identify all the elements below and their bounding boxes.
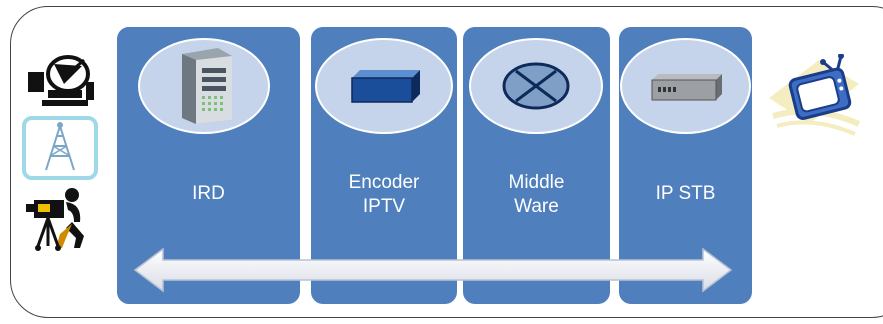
transmission-tower-icon xyxy=(22,116,98,185)
television-icon xyxy=(763,53,863,149)
middleware-icon-oval xyxy=(469,38,603,134)
set-top-box-icon xyxy=(651,74,722,101)
camera-operator-icon xyxy=(26,186,94,257)
column-ip-stb: IP STB xyxy=(619,27,752,304)
ird-label: IRD xyxy=(192,183,225,204)
router-cross-icon xyxy=(502,62,570,110)
server-tower-icon xyxy=(182,48,232,124)
encoder-box-icon xyxy=(351,70,420,103)
bidirectional-arrow xyxy=(133,247,733,293)
encoder-label: Encoder IPTV xyxy=(348,172,420,217)
stb-icon-oval xyxy=(620,38,751,134)
encoder-icon-oval xyxy=(315,38,453,134)
column-middleware: Middle Ware xyxy=(463,27,610,304)
ird-icon-oval xyxy=(138,38,270,134)
stb-label: IP STB xyxy=(655,183,716,204)
column-ird: IRD xyxy=(117,27,300,304)
satellite-dish-icon xyxy=(24,52,96,115)
column-encoder-iptv: Encoder IPTV xyxy=(311,27,457,304)
middleware-label: Middle Ware xyxy=(508,172,565,217)
